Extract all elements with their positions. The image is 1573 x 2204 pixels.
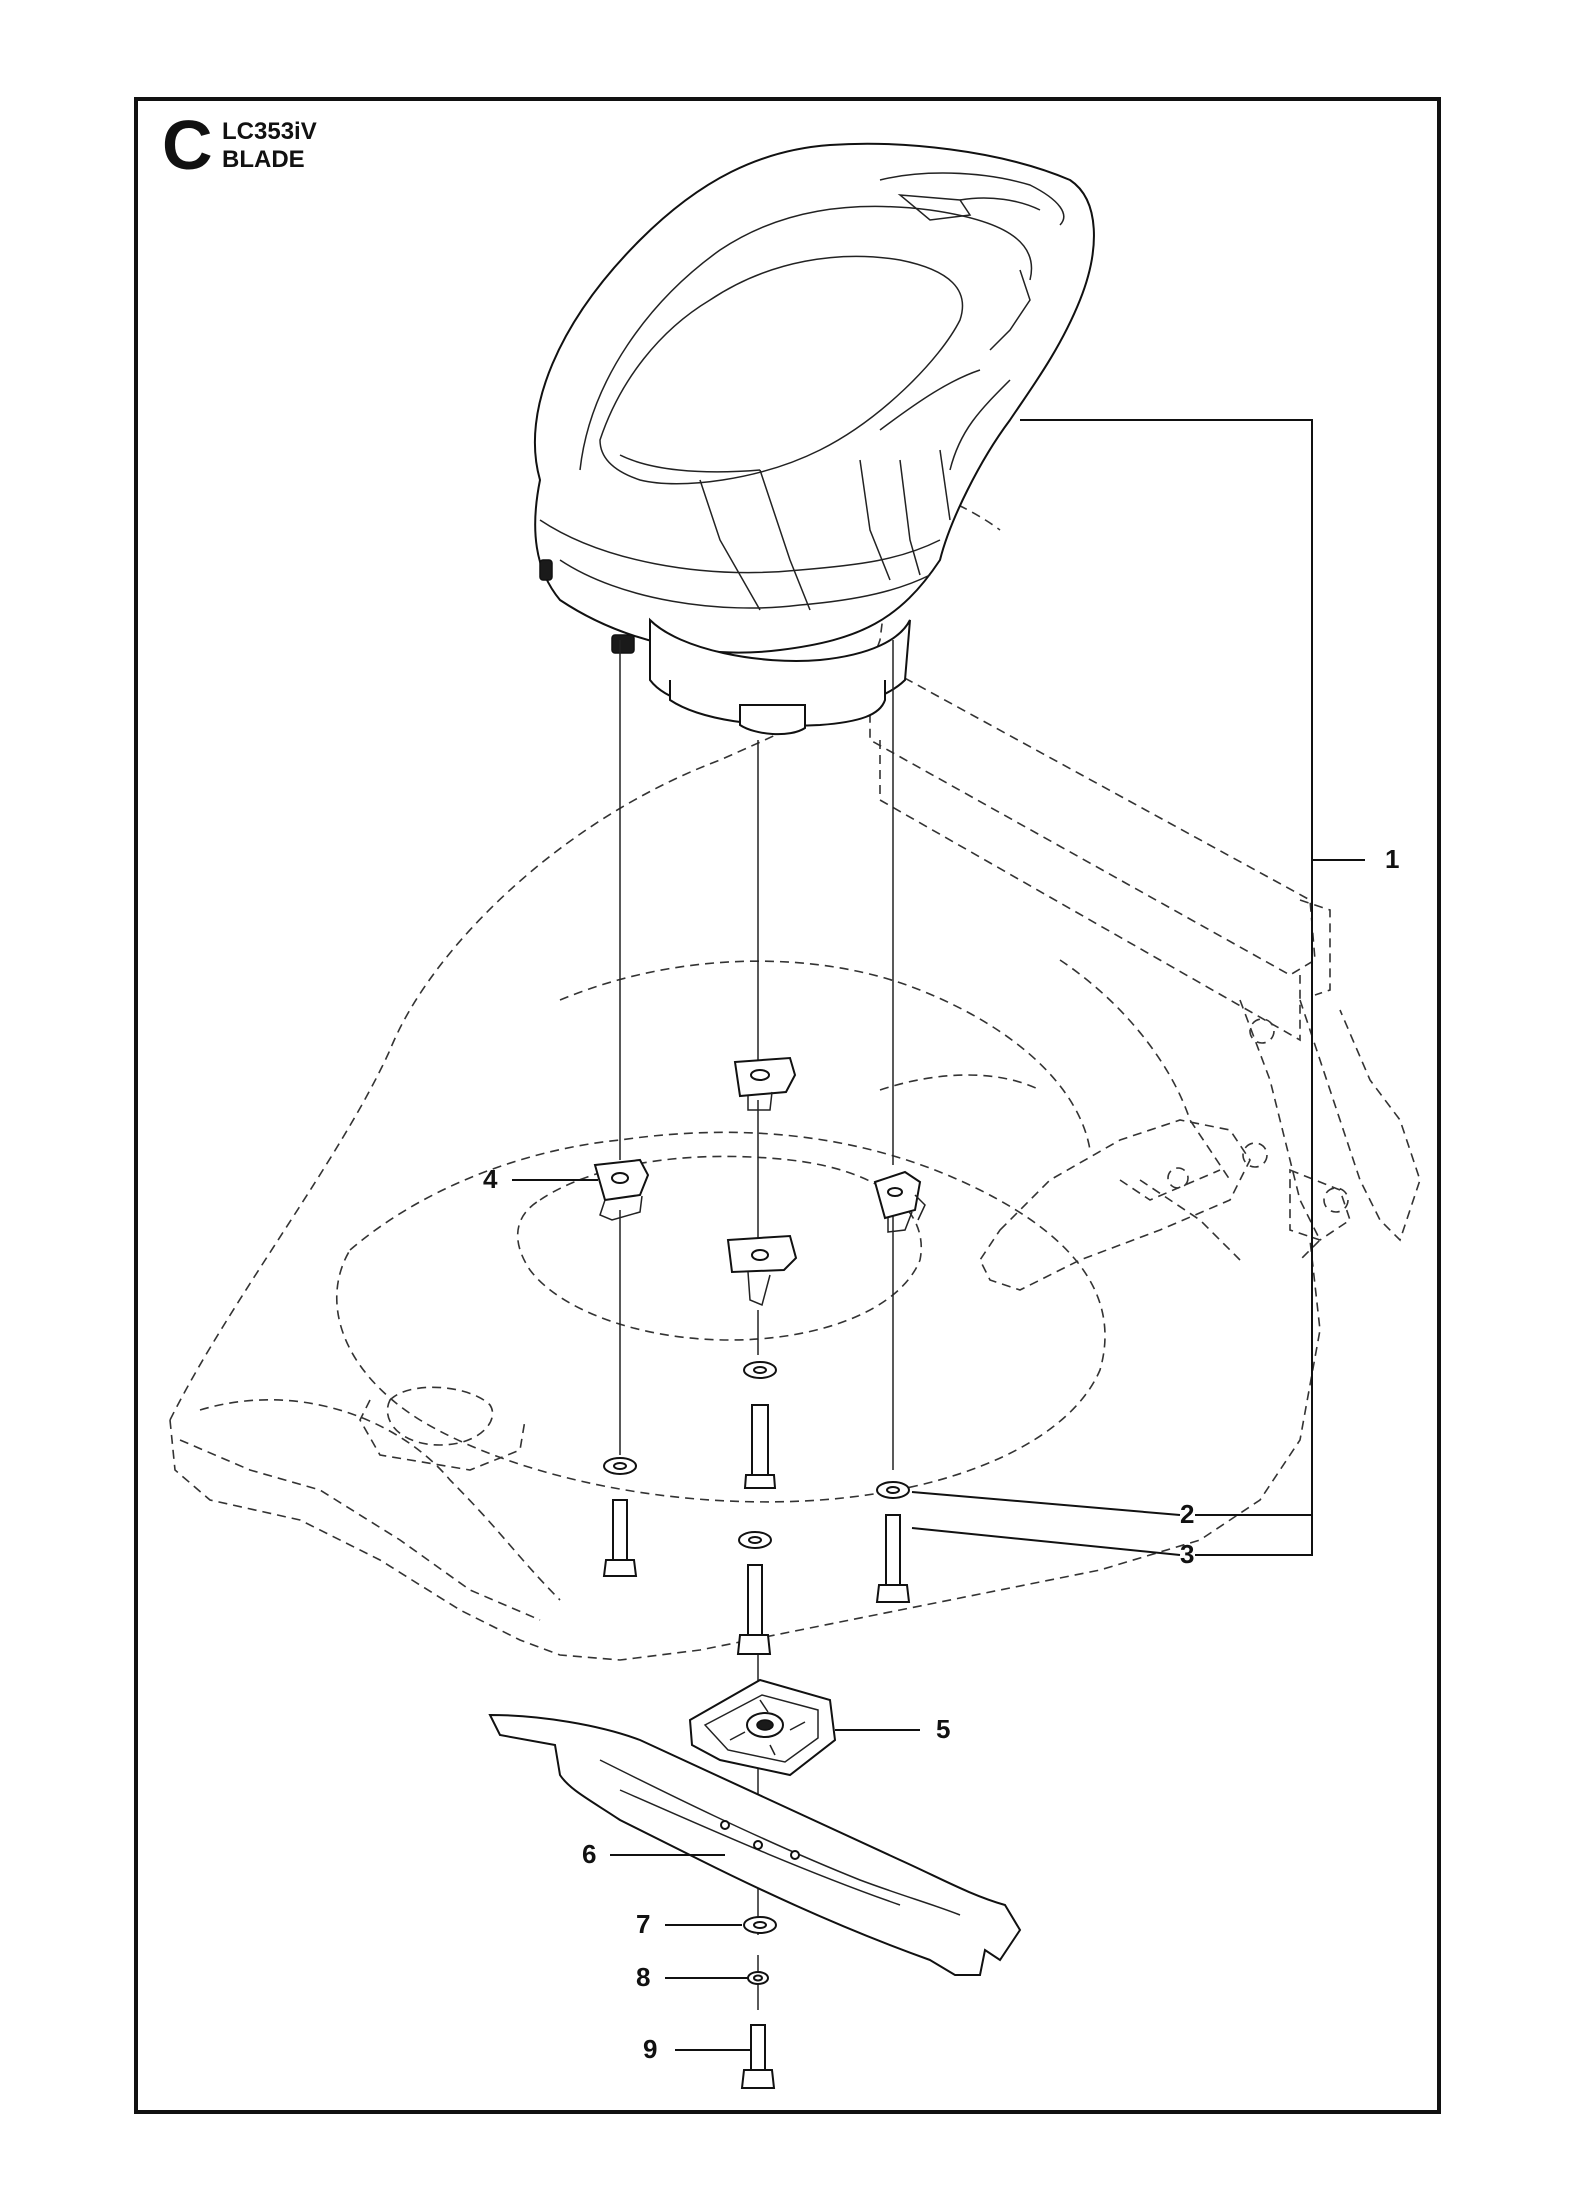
section-letter: C	[162, 106, 213, 184]
assembly-title: BLADE	[222, 146, 305, 173]
handle-frame-outline	[869, 669, 1421, 1291]
title-block: LC353iV BLADE	[222, 118, 317, 174]
callout-8: 8	[636, 1962, 651, 1992]
callout-4: 4	[483, 1164, 498, 1194]
callout-1: 1	[1385, 844, 1400, 874]
callout-2: 2	[1180, 1499, 1195, 1529]
motor-housing	[533, 142, 1095, 736]
leader-lines	[512, 419, 1365, 2051]
callout-6: 6	[582, 1839, 597, 1869]
mower-deck-outline	[169, 469, 1321, 1661]
callout-7: 7	[636, 1909, 651, 1939]
center-stack	[488, 740, 1022, 2089]
callout-3: 3	[1180, 1539, 1195, 1569]
callout-9: 9	[643, 2034, 658, 2064]
model-name: LC353iV	[222, 118, 317, 145]
drawing-frame	[134, 97, 1441, 2114]
left-stack	[593, 640, 650, 1577]
callout-5: 5	[936, 1714, 951, 1744]
right-stack	[873, 640, 926, 1603]
